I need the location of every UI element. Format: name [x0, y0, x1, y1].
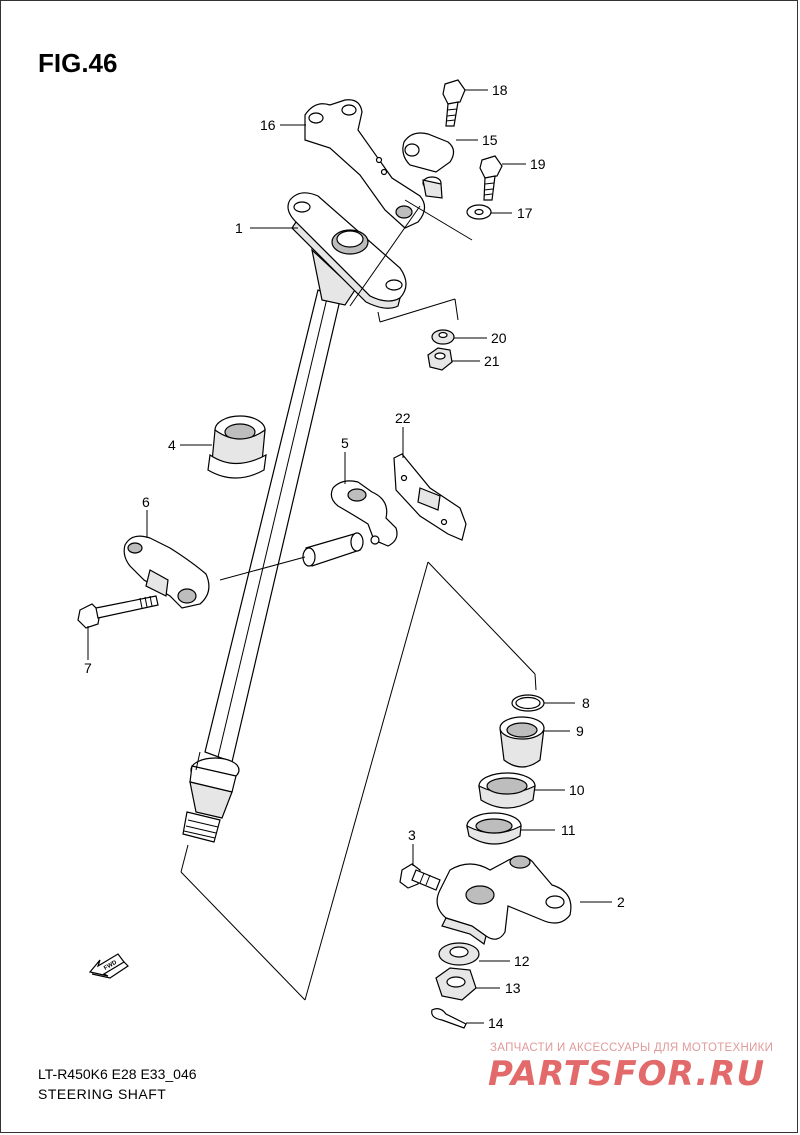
part-5-shaft-holder[interactable]	[330, 480, 398, 547]
assembly-lines	[180, 199, 537, 1001]
part-16-handlebar-holder[interactable]	[304, 99, 426, 229]
callout-4[interactable]: 4	[168, 437, 176, 453]
callout-11[interactable]: 11	[561, 822, 576, 838]
callout-3[interactable]: 3	[408, 827, 416, 843]
callout-13[interactable]: 13	[505, 980, 521, 996]
part-8-o-ring[interactable]	[511, 694, 545, 712]
callout-20[interactable]: 20	[491, 330, 507, 346]
callout-5[interactable]: 5	[341, 435, 349, 451]
callouts: 1 2 3 4 5 6 7 8 9 10 11 12 13 14 15 16 1…	[84, 82, 625, 1031]
part-7-bolt[interactable]	[77, 595, 159, 629]
part-6-lower-holder[interactable]	[123, 535, 210, 609]
part-2-steering-arm[interactable]	[436, 855, 572, 946]
callout-10[interactable]: 10	[569, 782, 585, 798]
part-12-washer[interactable]	[438, 942, 480, 966]
callout-6[interactable]: 6	[142, 494, 150, 510]
part-13-nut[interactable]	[435, 967, 477, 1001]
part-1-steering-shaft[interactable]	[182, 192, 407, 843]
part-21-nut[interactable]	[427, 347, 453, 371]
leader-lines	[87, 89, 612, 1024]
callout-18[interactable]: 18	[492, 82, 508, 98]
callout-12[interactable]: 12	[514, 953, 530, 969]
part-20-washer[interactable]	[431, 329, 455, 345]
callout-19[interactable]: 19	[530, 156, 546, 172]
part-19-bolt[interactable]	[479, 155, 503, 201]
callout-15[interactable]: 15	[482, 132, 498, 148]
watermark-tagline: ЗАПЧАСТИ И АКСЕССУАРЫ ДЛЯ МОТОТЕХНИКИ	[490, 1042, 774, 1054]
callout-21[interactable]: 21	[484, 353, 500, 369]
part-6-collar[interactable]	[302, 532, 364, 567]
part-14-cotter-pin[interactable]	[431, 1008, 467, 1029]
part-11-seal[interactable]	[466, 812, 522, 845]
part-10-bearing[interactable]	[478, 772, 536, 809]
part-17-washer[interactable]	[466, 204, 492, 220]
callout-9[interactable]: 9	[576, 723, 584, 739]
callout-22[interactable]: 22	[395, 410, 411, 426]
callout-1[interactable]: 1	[235, 220, 243, 236]
callout-8[interactable]: 8	[582, 695, 590, 711]
part-22-bracket[interactable]	[393, 453, 467, 541]
part-18-bolt[interactable]	[442, 79, 466, 127]
callout-2[interactable]: 2	[617, 894, 625, 910]
callout-17[interactable]: 17	[517, 205, 533, 221]
section-name: STEERING SHAFT	[38, 1086, 167, 1102]
part-15-holder-cap[interactable]	[402, 132, 455, 199]
watermark-brand-logo: PARTSFOR.RU	[488, 1054, 766, 1094]
part-3-bolt[interactable]	[399, 863, 441, 891]
figure-title: FIG.46	[38, 48, 118, 78]
fwd-arrow-icon: FWD	[88, 953, 129, 979]
part-4-bushing[interactable]	[207, 415, 267, 479]
callout-16[interactable]: 16	[260, 117, 276, 133]
part-9-bearing-sleeve[interactable]	[499, 716, 545, 768]
model-code: LT-R450K6 E28 E33_046	[38, 1066, 197, 1082]
callout-7[interactable]: 7	[84, 660, 92, 676]
callout-14[interactable]: 14	[488, 1015, 504, 1031]
